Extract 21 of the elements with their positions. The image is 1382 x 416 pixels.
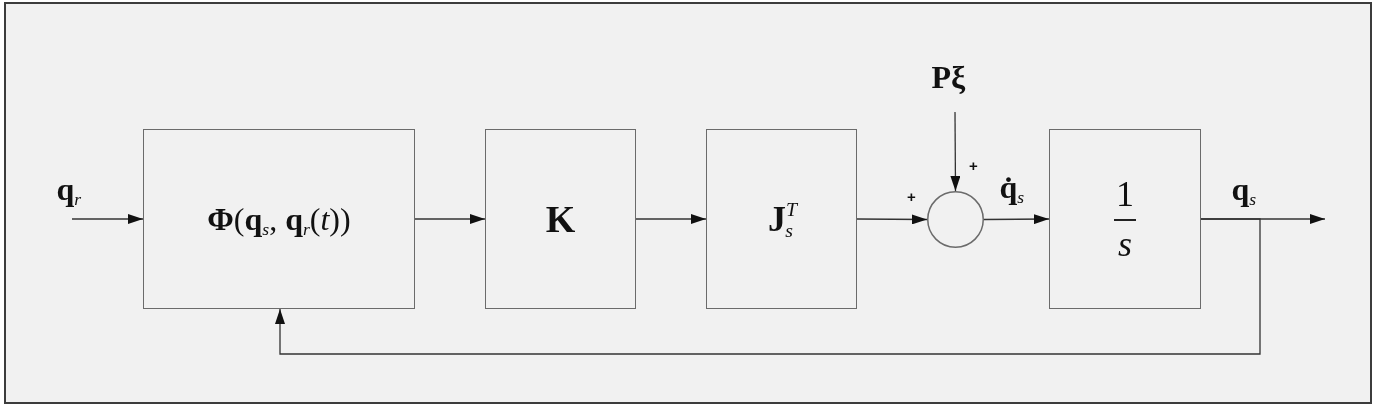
block-box (143, 129, 415, 309)
summing-junction (927, 191, 984, 248)
signal-label: q$_{s}$ (1230, 169, 1258, 210)
sign-label: + (907, 189, 916, 204)
signal-arrow (635, 214, 707, 224)
block-box (706, 129, 857, 309)
numerator: 1 (1115, 172, 1135, 216)
signal-arrow (414, 214, 486, 224)
block-label: Φ(q$_{s}$, q$_{r}$(t)) (206, 200, 352, 240)
signal-arrow (71, 214, 144, 224)
block-box (1049, 129, 1201, 309)
signal-arrow (856, 214, 928, 225)
block-label: K (544, 196, 577, 242)
block-box (485, 129, 636, 309)
signal-label: q̇$_{s}$ (998, 167, 1026, 208)
denominator: s (1117, 223, 1133, 267)
signal-label: Pξ (930, 57, 967, 97)
signal-arrow (983, 214, 1050, 225)
signal-arrow (950, 111, 961, 192)
signal-label: q$_{r}$ (55, 169, 83, 210)
sign-label: + (969, 158, 978, 173)
